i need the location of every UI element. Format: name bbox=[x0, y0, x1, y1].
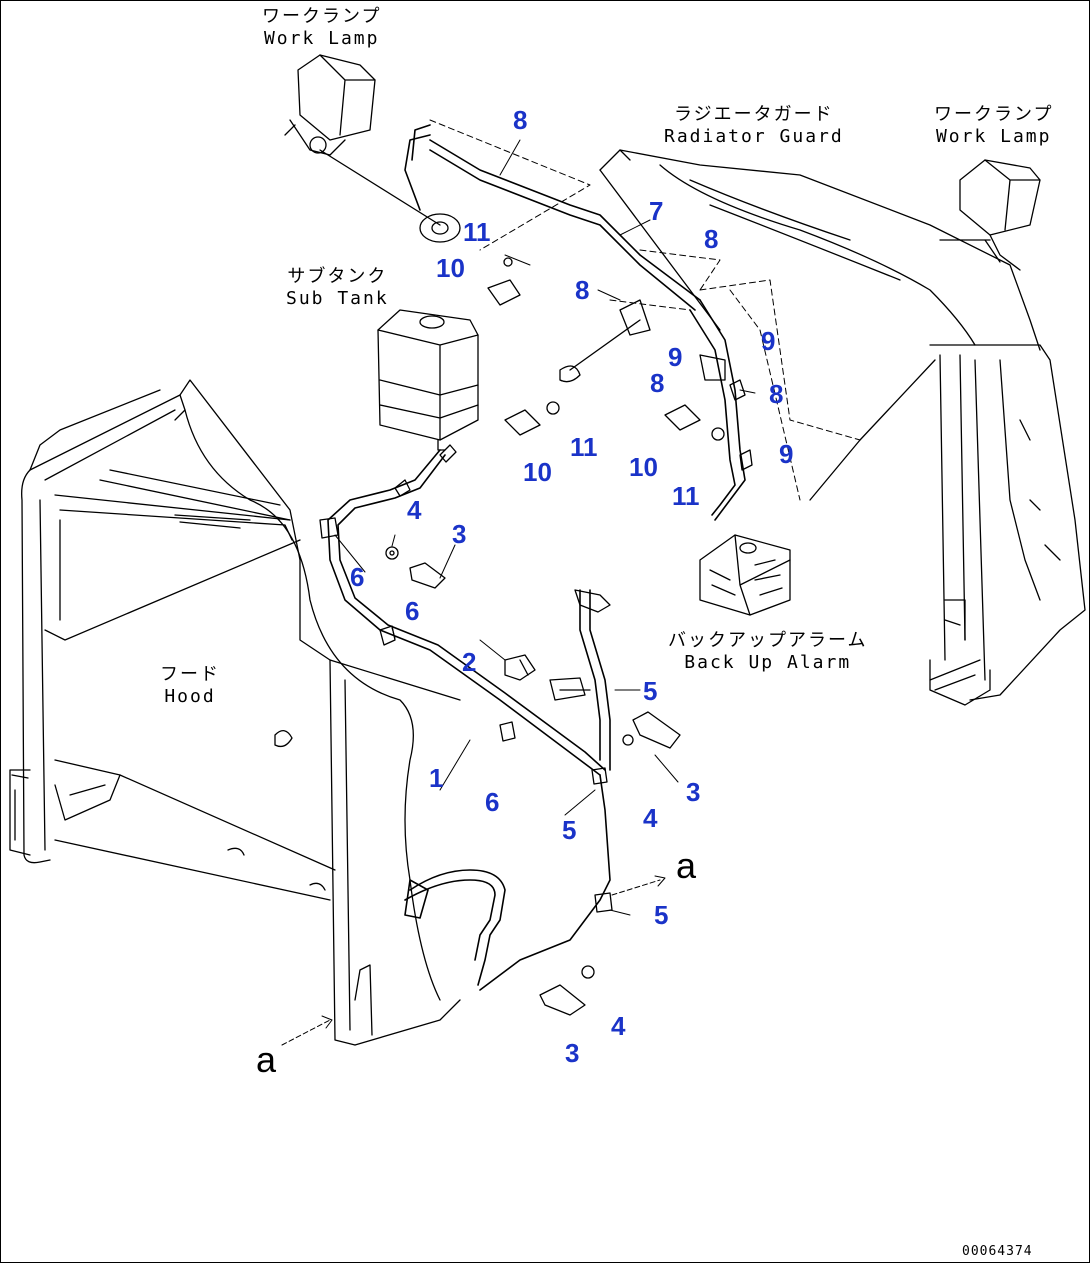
callout-number: 10 bbox=[523, 457, 552, 487]
label-en: Work Lamp bbox=[263, 28, 380, 49]
callout-number: 5 bbox=[654, 900, 669, 930]
label-jp: ワークランプ bbox=[934, 104, 1054, 125]
label-jp: バックアップアラーム bbox=[668, 630, 868, 651]
callout-number: 6 bbox=[405, 596, 420, 626]
label-jp: サブタンク bbox=[287, 266, 388, 287]
callout-number: 3 bbox=[452, 519, 467, 549]
hose-run bbox=[327, 124, 746, 991]
callout-number: 9 bbox=[779, 439, 794, 469]
label-en: Hood bbox=[164, 686, 216, 707]
hood-outline bbox=[9, 379, 461, 1046]
callout-number: 11 bbox=[463, 217, 491, 247]
callout-number: 11 bbox=[672, 481, 700, 511]
callout-number: 10 bbox=[629, 452, 658, 482]
callout-leaders bbox=[334, 139, 756, 916]
reference-mark-a: a bbox=[256, 1039, 277, 1080]
callout-number: 3 bbox=[686, 777, 701, 807]
callout-number: 10 bbox=[436, 253, 465, 283]
callout-number: 5 bbox=[643, 676, 658, 706]
callout-number: 9 bbox=[761, 326, 776, 356]
fittings bbox=[319, 257, 753, 1016]
callout-number: 2 bbox=[462, 647, 477, 677]
radiator-guard-label: ラジエータガード Radiator Guard bbox=[664, 104, 844, 148]
label-en: Work Lamp bbox=[935, 126, 1052, 147]
work-lamp-left-label: ワークランプ Work Lamp bbox=[262, 6, 381, 50]
reference-mark-a: a bbox=[676, 845, 697, 886]
callout-number: 4 bbox=[407, 495, 422, 525]
back-up-alarm-shape bbox=[699, 534, 791, 616]
callout-number: 8 bbox=[769, 379, 784, 409]
callout-number: 8 bbox=[704, 224, 719, 254]
phantom-lines bbox=[429, 119, 861, 501]
sub-tank-label: サブタンク Sub Tank bbox=[286, 266, 389, 310]
label-en: Sub Tank bbox=[286, 288, 389, 309]
label-en: Back Up Alarm bbox=[684, 652, 852, 673]
callout-number: 4 bbox=[611, 1011, 626, 1041]
callout-number: 7 bbox=[649, 196, 664, 226]
label-en: Radiator Guard bbox=[664, 126, 844, 147]
callout-number: 1 bbox=[429, 763, 444, 793]
callout-number: 4 bbox=[643, 803, 658, 833]
callout-number: 9 bbox=[668, 342, 683, 372]
hood-cutout bbox=[184, 409, 441, 1001]
label-jp: フード bbox=[160, 664, 220, 685]
callout-number: 11 bbox=[570, 432, 598, 462]
callout-number: 6 bbox=[485, 787, 500, 817]
reference-arrows bbox=[281, 875, 666, 1046]
hood-label: フード Hood bbox=[160, 664, 220, 708]
callout-number: 5 bbox=[562, 815, 577, 845]
callout-number: 3 bbox=[565, 1038, 580, 1068]
radiator-guard-shape bbox=[599, 149, 1086, 706]
back-up-alarm-label: バックアップアラーム Back Up Alarm bbox=[668, 630, 867, 674]
callout-number: 8 bbox=[575, 275, 590, 305]
sub-tank-shape bbox=[377, 309, 479, 451]
work-lamp-left-shape bbox=[284, 54, 461, 243]
work-lamp-right-label: ワークランプ Work Lamp bbox=[934, 104, 1053, 148]
label-jp: ラジエータガード bbox=[674, 104, 834, 125]
drawing-code: 00064374 bbox=[962, 1244, 1033, 1259]
callout-number: 8 bbox=[513, 105, 528, 135]
work-lamp-right-shape bbox=[939, 159, 1041, 271]
callout-number: 8 bbox=[650, 368, 665, 398]
label-jp: ワークランプ bbox=[262, 6, 382, 27]
callout-number: 6 bbox=[350, 562, 365, 592]
